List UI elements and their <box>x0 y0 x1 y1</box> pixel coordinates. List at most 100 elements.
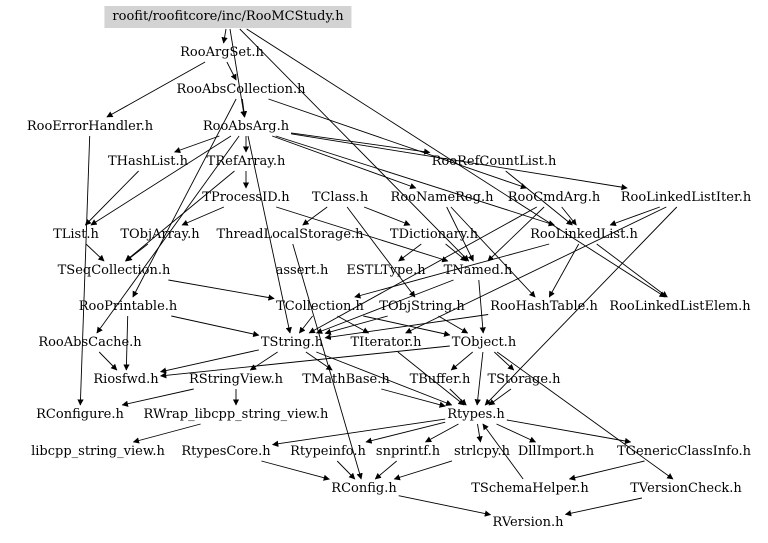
edge-TObject-to-TVersionCheck <box>496 351 674 480</box>
node-tlist[interactable]: TList.h <box>53 227 99 242</box>
edge-RooAbsArg-to-THashList <box>174 135 220 154</box>
edge-RooLinkedList-to-RooLinkedListElem <box>596 243 668 298</box>
edge-Rtypes-to-RtypesCore <box>271 418 446 447</box>
edge-TGenericClassInfo-to-TSchemaHelper <box>568 460 645 481</box>
edge-TNamed-to-TString <box>315 279 454 334</box>
node-tclass[interactable]: TClass.h <box>311 190 369 205</box>
node-rooerrorhandler[interactable]: RooErrorHandler.h <box>26 119 154 134</box>
node-strlcpy[interactable]: strlcpy.h <box>454 444 510 459</box>
node-tobject[interactable]: TObject.h <box>451 335 517 350</box>
node-rstringview[interactable]: RStringView.h <box>188 372 284 387</box>
edge-Rtypes-to-strlcpy <box>476 423 483 443</box>
edge-TBuffer-to-Rtypes <box>449 388 467 406</box>
node-rooabscache[interactable]: RooAbsCache.h <box>38 335 142 350</box>
edge-Rtypes-to-DllImport <box>496 423 537 443</box>
node-roolinkedlistelem[interactable]: RooLinkedListElem.h <box>609 299 751 314</box>
edge-TClass-to-TObjString <box>346 206 416 298</box>
node-tbuffer[interactable]: TBuffer.h <box>409 372 471 387</box>
node-tobjarray[interactable]: TObjArray.h <box>120 227 200 242</box>
edge-RooAbsArg-to-RooLinkedList <box>275 135 555 227</box>
node-libcpp-string-view[interactable]: libcpp_string_view.h <box>31 444 165 459</box>
node-tstorage[interactable]: TStorage.h <box>487 372 561 387</box>
edge-TClass-to-TDictionary <box>363 206 411 226</box>
node-rtypes[interactable]: Rtypes.h <box>447 407 505 422</box>
edge-RooCmdArg-to-TString <box>308 206 538 334</box>
node-rtypescore[interactable]: RtypesCore.h <box>181 444 271 459</box>
edge-root-to-TNamed <box>239 28 470 262</box>
edge-RooHashTable-to-TString <box>324 314 489 341</box>
node-rwrap-libcpp-string-view[interactable]: RWrap_libcpp_string_view.h <box>143 407 329 422</box>
node-rooprintable[interactable]: RooPrintable.h <box>78 299 178 314</box>
node-assert[interactable]: assert.h <box>275 263 329 278</box>
edge-root-to-RooAbsArg <box>229 28 247 118</box>
edge-snprintf-to-RConfig <box>374 460 397 480</box>
node-roohashtable[interactable]: RooHashTable.h <box>490 299 598 314</box>
edge-RooAbsCache-to-Riosfwd <box>98 351 118 371</box>
node-roocmdarg[interactable]: RooCmdArg.h <box>507 190 601 205</box>
node-roonamereg[interactable]: RooNameReg.h <box>390 190 494 205</box>
edge-TIterator-to-Rtypes <box>397 351 465 406</box>
edge-RooAbsCollection-to-RooPrintable <box>132 98 237 298</box>
node-tversioncheck[interactable]: TVersionCheck.h <box>630 481 742 496</box>
node-riosfwd[interactable]: Riosfwd.h <box>93 372 159 387</box>
edge-RtypesCore-to-RConfig <box>261 460 330 481</box>
node-estltype[interactable]: ESTLType.h <box>346 263 426 278</box>
node-roolinkedlist[interactable]: RooLinkedList.h <box>530 227 638 242</box>
edge-strlcpy-to-RConfig <box>393 460 453 481</box>
edge-TObject-to-Rtypes <box>474 351 484 406</box>
edge-TCollection-to-TString <box>299 315 313 334</box>
edge-RooLinkedListIter-to-TIterator <box>405 206 667 334</box>
node-tmathbase[interactable]: TMathBase.h <box>302 372 390 387</box>
node-tdictionary[interactable]: TDictionary.h <box>389 227 479 242</box>
node-snprintf[interactable]: snprintf.h <box>375 444 441 459</box>
node-tprocessid[interactable]: TProcessID.h <box>202 190 290 205</box>
edge-RWrap-to-libcpp <box>132 423 201 444</box>
edge-RooCmdArg-to-TNamed <box>487 206 545 262</box>
edge-TObjString-to-TObject <box>438 315 469 334</box>
node-dllimport[interactable]: DllImport.h <box>517 444 595 459</box>
node-trefarray[interactable]: TRefArray.h <box>206 154 286 169</box>
node-thashlist[interactable]: THashList.h <box>108 154 188 169</box>
edge-RooAbsArg-to-RooRefCountList <box>291 132 431 155</box>
node-root-roomcstudy[interactable]: roofit/roofitcore/inc/RooMCStudy.h <box>104 6 352 28</box>
edge-TString-to-RStringView <box>249 351 278 371</box>
edge-RooAbsArg-to-TList <box>90 135 232 226</box>
edge-RooRefCountList-to-RooLinkedList <box>505 170 573 226</box>
edge-TDictionary-to-ESTLType <box>398 243 422 262</box>
node-roolinkedlistiter[interactable]: RooLinkedListIter.h <box>620 190 752 205</box>
node-rconfig[interactable]: RConfig.h <box>331 481 397 496</box>
node-tcollection[interactable]: TCollection.h <box>276 299 364 314</box>
node-rtypeinfo[interactable]: Rtypeinfo.h <box>290 444 366 459</box>
edge-RStringView-to-RConfigure <box>121 388 194 407</box>
edge-TString-to-TMathBase <box>305 351 333 371</box>
node-rooabsarg[interactable]: RooAbsArg.h <box>202 119 290 134</box>
node-tobjstring[interactable]: TObjString.h <box>379 299 465 314</box>
edge-root-to-RooLinkedListElem <box>246 28 666 298</box>
node-tseqcollection[interactable]: TSeqCollection.h <box>57 263 171 278</box>
node-rooargset[interactable]: RooArgSet.h <box>180 45 264 60</box>
node-tstring[interactable]: TString.h <box>260 335 324 350</box>
node-tnamed[interactable]: TNamed.h <box>443 263 513 278</box>
edge-THashList-to-TList <box>84 170 139 226</box>
edge-RooNameReg-to-TNamed <box>446 206 474 262</box>
edge-RooLinkedList-to-TCollection <box>354 243 550 299</box>
edge-RooLinkedList-to-RooHashTable <box>548 243 580 298</box>
node-titerator[interactable]: TIterator.h <box>350 335 422 350</box>
edge-RooCmdArg-to-RooLinkedList <box>561 206 577 226</box>
edge-TString-to-Rtypes <box>316 351 453 406</box>
edge-RooAbsCollection-to-RooAbsArg <box>240 98 248 118</box>
node-rversion[interactable]: RVersion.h <box>492 515 564 530</box>
node-rconfigure[interactable]: RConfigure.h <box>36 407 124 422</box>
edge-TObjArray-to-TSeqCollection <box>125 243 149 262</box>
edge-RConfig-to-RVersion <box>398 495 492 517</box>
node-roorefcountlist[interactable]: RooRefCountList.h <box>431 154 557 169</box>
node-tgenericclassinfo[interactable]: TGenericClassInfo.h <box>616 444 752 459</box>
edge-TMathBase-to-Rtypes <box>381 388 446 408</box>
edge-Rtypes-to-snprintf <box>424 423 459 443</box>
node-threadlocalstorage[interactable]: ThreadLocalStorage.h <box>216 227 364 242</box>
edge-RooAbsArg-to-RooLinkedListIter <box>291 133 628 191</box>
edge-TProcessID-to-TObjArray <box>181 206 225 226</box>
node-rooabscollection[interactable]: RooAbsCollection.h <box>176 82 306 97</box>
node-tschemahelper[interactable]: TSchemaHelper.h <box>471 481 589 496</box>
